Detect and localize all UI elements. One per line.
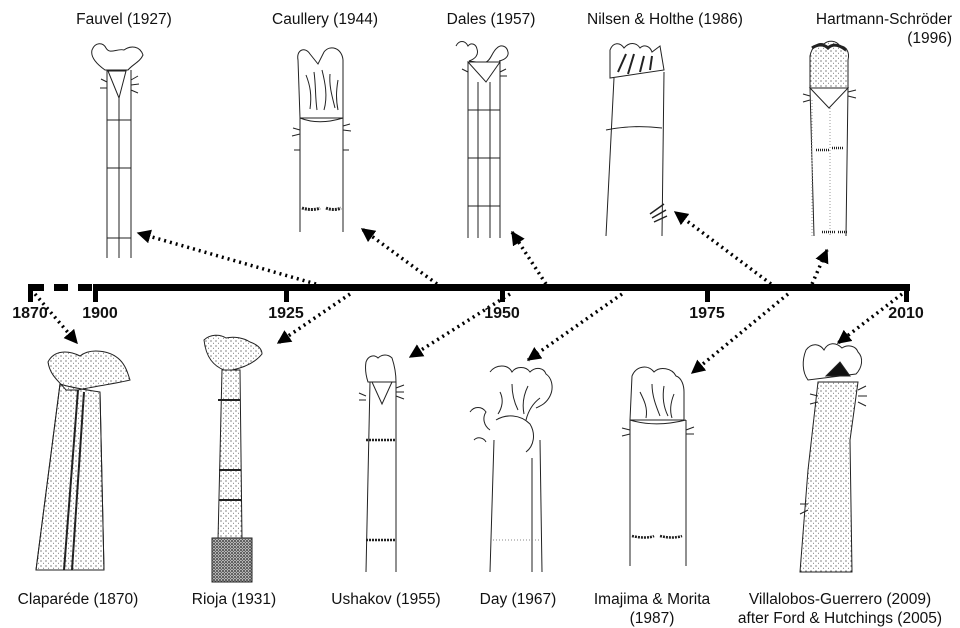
label-hartmann-schroder: Hartmann-Schröder (1996) (816, 10, 952, 48)
label-imajima-line2: (1987) (594, 609, 710, 628)
arrow-nilsen (675, 212, 771, 284)
arrow-ushakov (410, 294, 510, 357)
tick-1975 (705, 284, 710, 302)
tick-1900 (93, 284, 98, 302)
label-hartmann-line2: (1996) (816, 29, 952, 48)
tick-1870 (28, 284, 33, 302)
label-dales: Dales (1957) (447, 10, 536, 29)
worm-ushakov-illustration (359, 355, 404, 572)
worm-dales-illustration (456, 42, 508, 239)
year-1870: 1870 (12, 305, 48, 323)
year-1975: 1975 (689, 305, 725, 323)
worm-nilsen-illustration (606, 44, 667, 237)
label-imajima-morita: Imajima & Morita (1987) (594, 590, 710, 628)
worm-hartmann-illustration (803, 41, 856, 236)
worm-rioja-illustration (204, 335, 262, 582)
label-ushakov: Ushakov (1955) (331, 590, 440, 609)
label-imajima-line1: Imajima & Morita (594, 590, 710, 609)
tick-2010 (904, 284, 909, 302)
arrow-caullery (362, 229, 437, 284)
label-villalobos-guerrero: Villalobos-Guerrero (2009) after Ford & … (738, 590, 942, 628)
worm-fauvel-illustration (92, 44, 143, 258)
tick-1925 (284, 284, 289, 302)
label-nilsen-holthe: Nilsen & Holthe (1986) (587, 10, 743, 29)
label-caullery: Caullery (1944) (272, 10, 378, 29)
label-villalobos-line1: Villalobos-Guerrero (2009) (738, 590, 942, 609)
year-2010: 2010 (888, 305, 924, 323)
label-day: Day (1967) (480, 590, 557, 609)
year-1950: 1950 (484, 305, 520, 323)
arrow-fauvel (138, 233, 316, 284)
timeline-axis (28, 284, 910, 302)
worm-claparede-illustration (36, 351, 130, 570)
arrow-dales (512, 232, 546, 284)
arrow-hartmann (812, 250, 827, 284)
label-rioja: Rioja (1931) (192, 590, 276, 609)
arrow-day (528, 294, 622, 360)
label-villalobos-line2: after Ford & Hutchings (2005) (738, 609, 942, 628)
label-fauvel: Fauvel (1927) (76, 10, 172, 29)
year-1925: 1925 (268, 305, 304, 323)
label-hartmann-line1: Hartmann-Schröder (816, 10, 952, 29)
label-claparede: Claparéde (1870) (18, 590, 139, 609)
worm-imajima-illustration (622, 367, 694, 566)
worm-villalobos-illustration (800, 344, 867, 572)
worm-day-illustration (470, 366, 552, 572)
year-1900: 1900 (82, 305, 118, 323)
worm-caullery-illustration (292, 48, 351, 232)
